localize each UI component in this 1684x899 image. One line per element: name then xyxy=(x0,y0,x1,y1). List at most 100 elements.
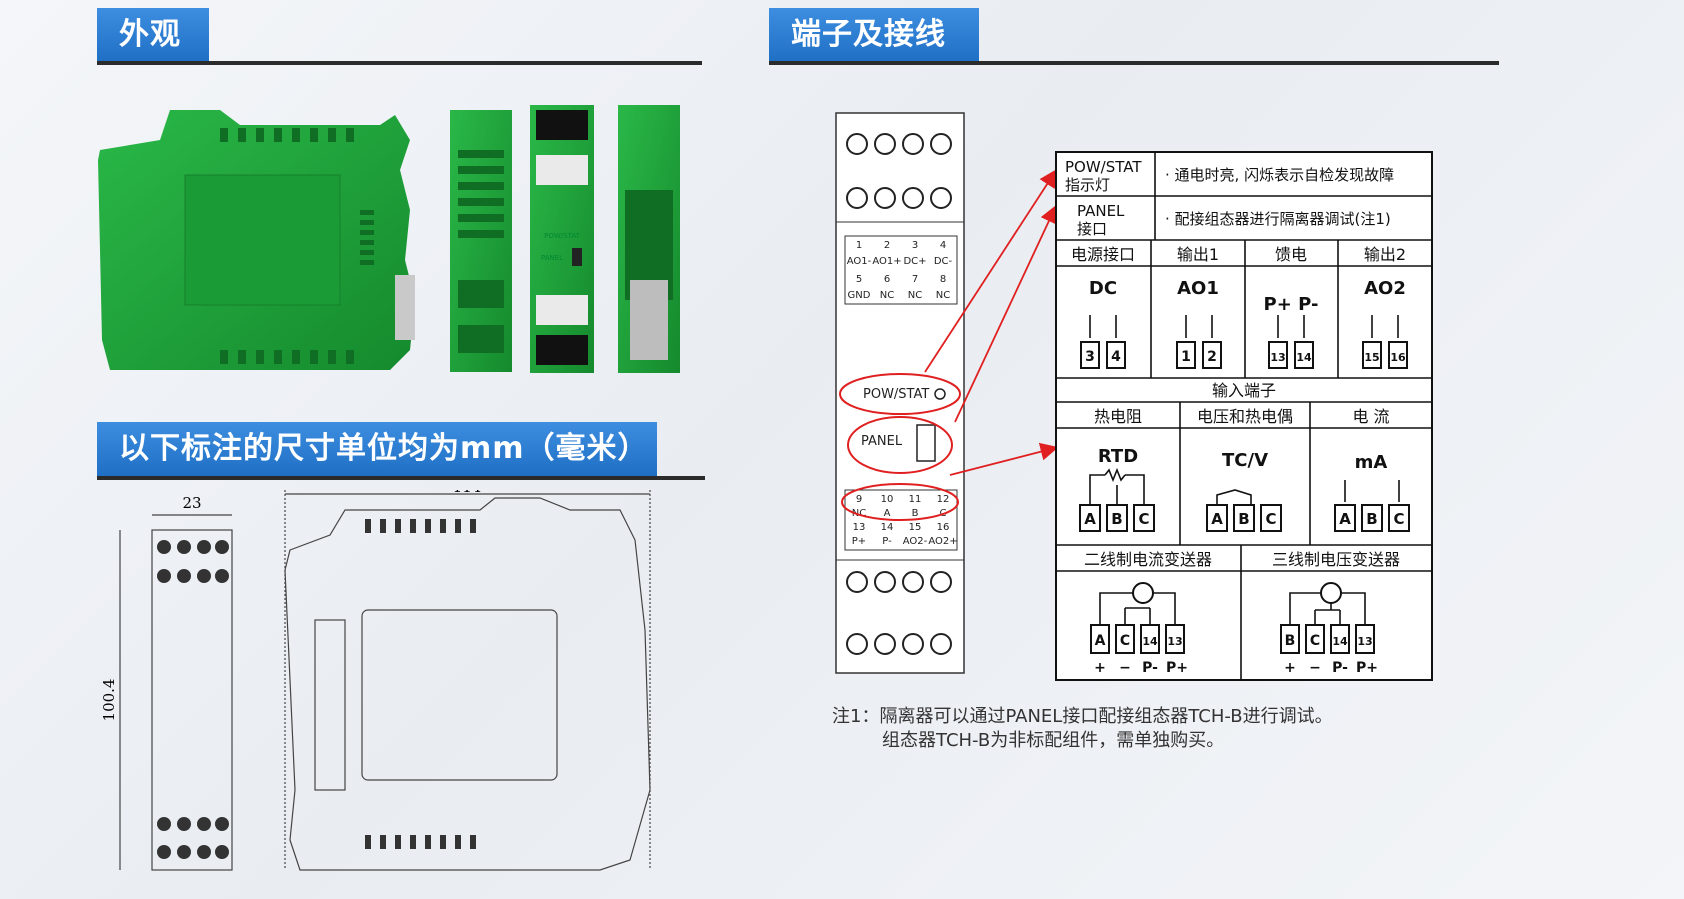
ma-c: C xyxy=(1393,510,1404,528)
col-header-out1: 输出1 xyxy=(1177,245,1219,264)
t16-sig: AO2+ xyxy=(928,536,957,547)
tx2-pol-minus: − xyxy=(1309,660,1321,676)
col-title-feed: P+ P- xyxy=(1264,294,1319,315)
tx1-term-c: C xyxy=(1120,633,1130,649)
row1-sub: 指示灯 xyxy=(1065,176,1110,194)
t13-num: 13 xyxy=(853,522,866,533)
t8-sig: NC xyxy=(936,290,950,301)
dimension-drawing: 23 114 100.4 xyxy=(100,490,651,871)
t1-sig: AO1- xyxy=(847,256,872,267)
feed-term-14: 14 xyxy=(1296,351,1312,364)
row2-label: PANEL xyxy=(1077,202,1125,220)
row2-desc: · 配接组态器进行隔离器调试(注1) xyxy=(1165,210,1391,228)
header-dimensions: 以下标注的尺寸单位均为mm（毫米） xyxy=(97,422,657,476)
input-col-rtd: 热电阻 xyxy=(1094,407,1142,426)
row2-sub: 接口 xyxy=(1077,220,1107,238)
pow-stat-led-icon xyxy=(934,388,946,400)
footnote-line2: 组态器TCH-B为非标配组件，需单独购买。 xyxy=(882,730,1225,751)
tx1-pol-minus: − xyxy=(1119,660,1131,676)
t15-num: 15 xyxy=(909,522,922,533)
col-title-dc: DC xyxy=(1089,278,1117,299)
ao1-term-1: 1 xyxy=(1181,349,1191,365)
input-col-ma: 电 流 xyxy=(1352,407,1389,426)
t1-num: 1 xyxy=(856,240,862,251)
input-title-tc: TC/V xyxy=(1222,450,1268,471)
ao1-term-2: 2 xyxy=(1207,349,1217,365)
module-side-view xyxy=(98,110,415,370)
t7-sig: NC xyxy=(908,290,922,301)
dc-term-4: 4 xyxy=(1111,349,1121,365)
svg-text:PANEL: PANEL xyxy=(541,254,563,262)
tc-c: C xyxy=(1265,510,1276,528)
t5-sig: GND xyxy=(848,290,871,301)
module-front-view: POW/STAT PANEL xyxy=(530,105,594,373)
t14-sig: P- xyxy=(882,536,892,547)
tx2-pol-pminus: P- xyxy=(1332,660,1348,676)
t4-num: 4 xyxy=(940,240,946,251)
dim-length: 114 xyxy=(453,490,482,496)
tx1-term-13: 13 xyxy=(1167,635,1182,648)
t6-num: 6 xyxy=(884,274,890,285)
ao2-term-15: 15 xyxy=(1364,351,1379,364)
t3-sig: DC+ xyxy=(903,256,926,267)
tx1-term-14: 14 xyxy=(1142,635,1158,648)
tx2-pol-plus: + xyxy=(1284,660,1296,676)
t9-sig: NC xyxy=(852,508,866,519)
t10-sig: A xyxy=(884,508,891,519)
row1-label: POW/STAT xyxy=(1065,158,1142,176)
tx1-pol-plus: + xyxy=(1094,660,1106,676)
ma-b: B xyxy=(1366,510,1377,528)
tx1-term-a: A xyxy=(1095,633,1106,649)
input-header: 输入端子 xyxy=(1212,381,1276,400)
t2-num: 2 xyxy=(884,240,890,251)
col-header-feed: 馈电 xyxy=(1275,245,1307,264)
tx-col-3wire: 三线制电压变送器 xyxy=(1272,550,1400,569)
tc-b: B xyxy=(1238,510,1249,528)
input-title-rtd: RTD xyxy=(1098,446,1138,467)
footnote-line1: 注1：隔离器可以通过PANEL接口配接组态器TCH-B进行调试。 xyxy=(832,706,1333,727)
t10-num: 10 xyxy=(881,494,894,505)
tx1-pol-pplus: P+ xyxy=(1166,660,1188,676)
feed-term-13: 13 xyxy=(1270,351,1285,364)
t4-sig: DC- xyxy=(934,256,953,267)
panel-pow-stat-label: POW/STAT xyxy=(863,387,929,402)
header-appearance: 外观 xyxy=(97,8,209,62)
input-title-ma: mA xyxy=(1355,452,1388,473)
header-appearance-rule xyxy=(97,61,702,65)
footnote: 注1：隔离器可以通过PANEL接口配接组态器TCH-B进行调试。 组态器TCH-… xyxy=(832,705,1333,753)
panel-panel-label: PANEL xyxy=(861,434,903,449)
col-header-power: 电源接口 xyxy=(1071,245,1135,264)
red-arrows xyxy=(924,168,1059,476)
t11-num: 11 xyxy=(909,494,922,505)
tx2-term-14: 14 xyxy=(1332,635,1348,648)
t8-num: 8 xyxy=(940,274,946,285)
panel-port-icon xyxy=(916,424,936,462)
header-terminals-rule xyxy=(769,61,1499,65)
t11-sig: B xyxy=(912,508,919,519)
tc-a: A xyxy=(1211,510,1223,528)
tx2-term-13: 13 xyxy=(1357,635,1372,648)
col-title-ao1: AO1 xyxy=(1177,278,1219,299)
t12-num: 12 xyxy=(937,494,950,505)
t9-num: 9 xyxy=(856,494,862,505)
tx2-pol-pplus: P+ xyxy=(1356,660,1378,676)
t2-sig: AO1+ xyxy=(872,256,901,267)
col-header-out2: 输出2 xyxy=(1364,245,1406,264)
product-photos: POW/STAT PANEL xyxy=(98,105,680,373)
t16-num: 16 xyxy=(937,522,950,533)
tx2-term-c: C xyxy=(1310,633,1320,649)
t15-sig: AO2- xyxy=(903,536,928,547)
module-end-view xyxy=(450,110,512,372)
ma-a: A xyxy=(1339,510,1351,528)
t5-num: 5 xyxy=(856,274,862,285)
svg-text:POW/STAT: POW/STAT xyxy=(544,232,580,240)
t6-sig: NC xyxy=(880,290,894,301)
row1-desc: · 通电时亮, 闪烁表示自检发现故障 xyxy=(1165,166,1394,184)
tx2-term-b: B xyxy=(1285,633,1296,649)
rtd-a: A xyxy=(1084,510,1096,528)
tx1-pol-pminus: P- xyxy=(1142,660,1158,676)
t14-num: 14 xyxy=(881,522,894,533)
wiring-table: POW/STAT 指示灯 · 通电时亮, 闪烁表示自检发现故障 PANEL 接口… xyxy=(1055,151,1433,681)
t3-num: 3 xyxy=(912,240,918,251)
rtd-b: B xyxy=(1111,510,1122,528)
